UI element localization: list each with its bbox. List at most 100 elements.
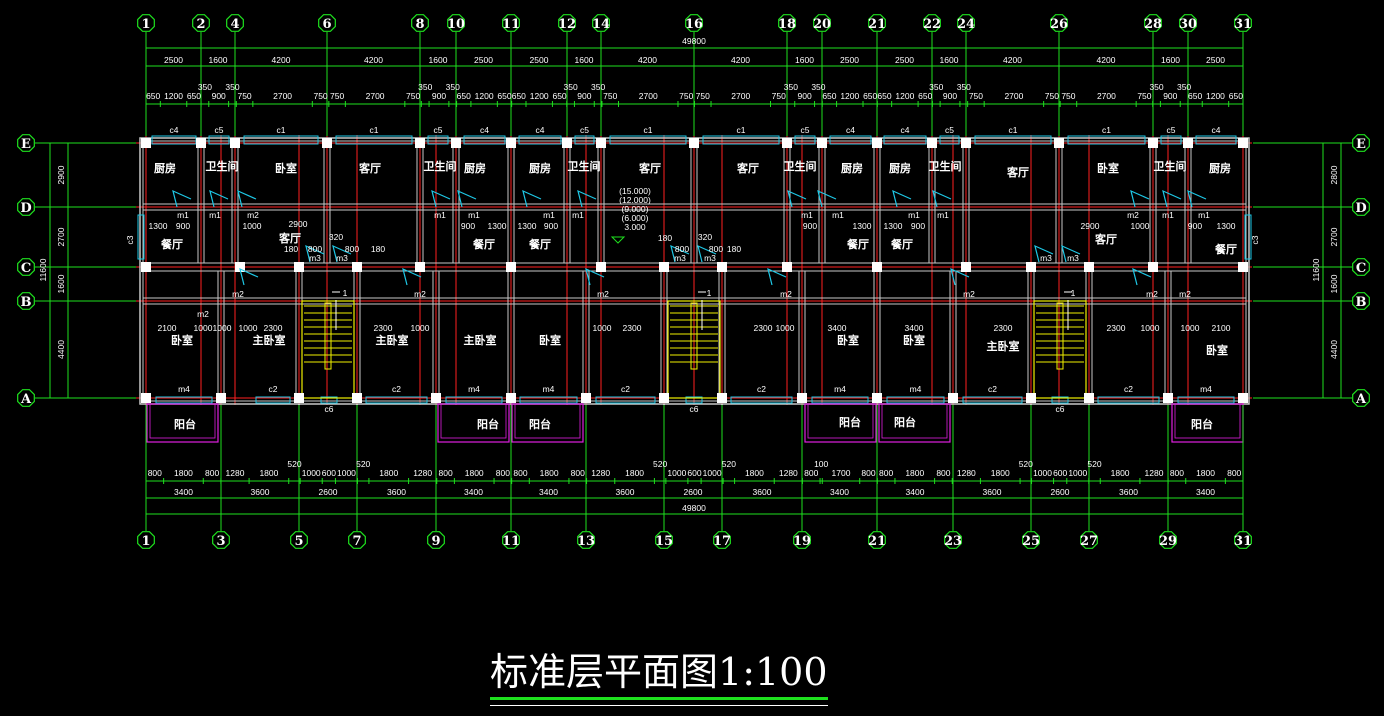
column xyxy=(782,262,792,272)
window xyxy=(794,135,816,145)
door-swing xyxy=(817,189,837,208)
dimension-detail-top: 900 xyxy=(212,91,226,101)
axis-bubble-top-circle xyxy=(1234,14,1252,32)
axis-bubble-bottom: 19 xyxy=(793,534,811,549)
dimension-detail-top: 2700 xyxy=(366,91,385,101)
balcony-inner xyxy=(514,403,581,439)
window xyxy=(208,135,230,145)
interior-dimension: 1000 xyxy=(1141,323,1160,333)
column xyxy=(1084,393,1094,403)
opening-label: m4 xyxy=(910,384,922,394)
door-swing xyxy=(522,189,542,208)
column xyxy=(1026,393,1036,403)
room-label: 厨房 xyxy=(889,161,911,175)
balcony-inner xyxy=(440,403,507,439)
interior-dimension: 2300 xyxy=(623,323,642,333)
room-label: 客厅 xyxy=(278,231,301,245)
room-label: 卧室 xyxy=(539,333,561,347)
window xyxy=(886,396,945,404)
room-label: 厨房 xyxy=(841,161,863,175)
stair-handrail xyxy=(324,302,332,370)
window xyxy=(243,135,319,145)
axis-bubble-left-circle xyxy=(17,198,35,216)
opening-label: c2 xyxy=(392,384,401,394)
axis-bubble-top-circle xyxy=(318,14,336,32)
axis-bubble-top-circle xyxy=(923,14,941,32)
interior-dimension: 3400 xyxy=(905,323,924,333)
interior-dimension: 800 xyxy=(345,244,359,254)
interior-dimension: m2 xyxy=(963,289,975,299)
axis-bubble-top: 8 xyxy=(415,17,424,32)
title-scale: 1:100 xyxy=(718,650,828,694)
dimension-right: 2700 xyxy=(1329,227,1339,246)
interior-dimension: 1300 xyxy=(853,221,872,231)
column xyxy=(1238,138,1248,148)
column xyxy=(1163,393,1173,403)
room-label: 阳台 xyxy=(529,417,551,431)
stair-handrail xyxy=(1056,302,1064,370)
dimension-detail-bottom: 1280 xyxy=(413,468,432,478)
dimension-detail-bottom: 1800 xyxy=(379,468,398,478)
window xyxy=(574,135,595,145)
column xyxy=(415,138,425,148)
dimension-right: 1600 xyxy=(1329,274,1339,293)
window xyxy=(829,135,872,145)
column xyxy=(431,393,441,403)
window xyxy=(1097,396,1160,404)
axis-bubble-top: 21 xyxy=(868,17,886,32)
staircase xyxy=(1033,300,1087,399)
window-label: c5 xyxy=(215,125,224,135)
door-swing xyxy=(585,267,605,286)
window-label: c4 xyxy=(901,125,910,135)
door-swing xyxy=(950,267,970,286)
door-swing xyxy=(932,189,952,208)
dimension-detail-bottom: 1800 xyxy=(540,468,559,478)
dimension-bay-bottom: 3600 xyxy=(983,487,1002,497)
axis-bubble-left: A xyxy=(20,392,32,407)
window xyxy=(883,135,927,145)
dimension-detail-top: 350 xyxy=(929,82,943,92)
dimension-detail-bottom: 800 xyxy=(1170,468,1184,478)
axis-bubble-top: 16 xyxy=(685,17,703,32)
dimension-bay-bottom: 3600 xyxy=(251,487,270,497)
door-swing xyxy=(767,267,787,286)
window-label: c1 xyxy=(644,125,653,135)
interior-dimension: 1000 xyxy=(213,323,232,333)
room-label: 阳台 xyxy=(174,417,196,431)
column xyxy=(689,138,699,148)
axis-bubble-top-circle xyxy=(192,14,210,32)
dimension-detail-top: 650 xyxy=(1229,91,1243,101)
side-window-label: c3 xyxy=(125,235,135,244)
dimension-detail-bottom: 800 xyxy=(205,468,219,478)
interior-dimension: m3 xyxy=(1040,253,1052,263)
axis-bubble-left-circle xyxy=(17,134,35,152)
elevation-label: (9.000) xyxy=(622,204,649,214)
axis-bubble-bottom-circle xyxy=(290,531,308,549)
column xyxy=(581,393,591,403)
opening-label: c2 xyxy=(988,384,997,394)
axis-bubble-bottom: 5 xyxy=(294,534,303,549)
dimension-bay-top: 4200 xyxy=(364,55,383,65)
dimension-bay-top: 1600 xyxy=(429,55,448,65)
opening-label: c6 xyxy=(690,404,699,414)
side-window xyxy=(137,214,145,260)
room-label: 客厅 xyxy=(736,161,759,175)
window xyxy=(811,396,869,404)
axis-bubble-bottom-circle xyxy=(1234,531,1252,549)
axis-bubble-top: 24 xyxy=(957,17,975,32)
window xyxy=(463,135,506,145)
window xyxy=(427,135,449,145)
dimension-bay-top: 1600 xyxy=(575,55,594,65)
dimension-detail-bottom: 800 xyxy=(438,468,452,478)
axis-bubble-bottom: 31 xyxy=(1234,534,1252,549)
room-label: 厨房 xyxy=(1209,161,1231,175)
axis-bubble-top-circle xyxy=(447,14,465,32)
balcony-inner xyxy=(807,403,874,439)
interior-dimension: 1000 xyxy=(243,221,262,231)
dimension-detail-top: 650 xyxy=(187,91,201,101)
axis-bubble-top: 22 xyxy=(923,17,941,32)
elevation-marker xyxy=(610,236,626,244)
dimension-detail-bottom: 1000 xyxy=(667,468,686,478)
interior-dimension: 320 xyxy=(698,232,712,242)
